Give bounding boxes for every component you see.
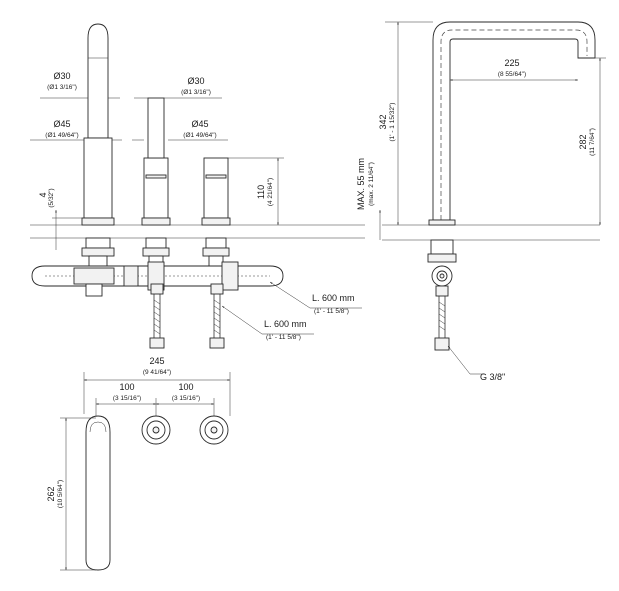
handle-base-diameter-label: Ø45 <box>191 119 208 129</box>
handle-base-diameter-inch-label: (Ø1 49/64") <box>183 132 216 139</box>
outlet-height-label: 282 <box>578 134 588 149</box>
handle-height-inch-label: (4 21/64") <box>267 178 274 206</box>
spacing-1-inch-label: (3 15/16") <box>113 395 141 402</box>
top-view: 245 (9 41/64") 100 (3 15/16") 100 (3 15/… <box>46 356 231 571</box>
top-handle-2 <box>199 415 229 445</box>
total-height-inch-label: (1' - 1 15/32") <box>389 103 396 142</box>
spout-body <box>81 23 115 269</box>
spacing-1-label: 100 <box>119 382 134 392</box>
overall-width-label: 245 <box>149 356 164 366</box>
handle-height-label: 110 <box>256 185 266 199</box>
spacing-2-inch-label: (3 15/16") <box>172 395 200 402</box>
outlet-height-inch-label: (11 7/64") <box>589 128 596 156</box>
spacing-2-label: 100 <box>178 382 193 392</box>
hose-length-2-inch-label: (1' - 11 5/8") <box>266 334 301 341</box>
spout-diameter-label: Ø30 <box>53 71 70 81</box>
reach-label: 225 <box>504 58 519 68</box>
handle-diameter-label: Ø30 <box>187 76 204 86</box>
base-height-label: 4 <box>38 192 48 197</box>
spout-base-diameter-inch-label: (Ø1 49/64") <box>45 132 78 139</box>
deck-thickness-label: MAX. 55 mm <box>356 158 366 210</box>
overall-width-inch-label: (9 41/64") <box>143 369 171 376</box>
side-view: 342 (1' - 1 15/32") 225 (8 55/64") 282 (… <box>356 21 606 382</box>
spout-length-label: 262 <box>46 486 56 501</box>
spout-base-diameter-label: Ø45 <box>53 119 70 129</box>
top-spout <box>85 415 111 571</box>
handle-2 <box>201 157 231 269</box>
base-height-inch-label: (5/32") <box>48 188 55 207</box>
reach-inch-label: (8 55/64") <box>498 71 526 78</box>
top-handle-1 <box>141 415 171 445</box>
deck-thickness-inch-label: (max. 2 11/64") <box>368 162 375 206</box>
handle-1 <box>141 97 171 285</box>
connecting-pipe <box>31 261 284 297</box>
hose-length-1-inch-label: (1' - 11 5/8") <box>314 308 349 315</box>
supply-hoses <box>149 283 225 349</box>
connection-label: G 3/8" <box>480 372 505 382</box>
handle-diameter-inch-label: (Ø1 3/16") <box>181 89 211 96</box>
spout-length-inch-label: (10 5/64") <box>57 480 64 508</box>
side-spout <box>427 21 596 351</box>
total-height-label: 342 <box>378 114 388 129</box>
hose-length-1-label: L. 600 mm <box>312 293 355 303</box>
front-view: Ø30 (Ø1 3/16") Ø30 (Ø1 3/16") Ø45 (Ø1 49… <box>30 23 365 349</box>
hose-length-2-label: L. 600 mm <box>264 319 307 329</box>
spout-diameter-inch-label: (Ø1 3/16") <box>47 84 77 91</box>
